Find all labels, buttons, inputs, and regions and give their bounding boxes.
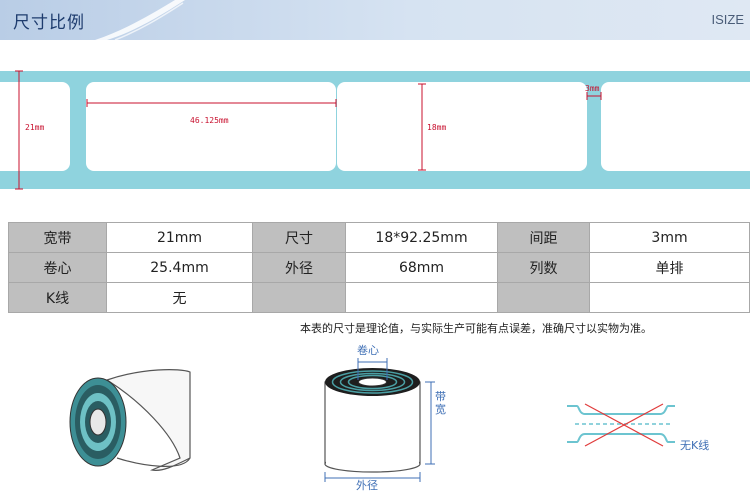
dimension-width-text: 21mm <box>25 123 45 132</box>
spec-table: 宽带 21mm 尺寸 18*92.25mm 间距 3mm 卷心 25.4mm 外… <box>8 222 750 313</box>
dimension-gap-text: 3mm <box>585 84 600 93</box>
spec-value-k-line: 无 <box>106 282 253 313</box>
band-width-label: 带宽 <box>435 390 446 416</box>
spec-value-core: 25.4mm <box>106 252 253 283</box>
table-row: K线 无 <box>8 282 750 313</box>
roll-dimension-icon <box>324 358 435 482</box>
brand-label: ISIZE <box>711 12 744 27</box>
spec-value-band-width: 21mm <box>106 222 253 253</box>
spec-value-size: 18*92.25mm <box>345 222 498 253</box>
label-strip-diagram: 21mm 46.125mm 18mm 3mm <box>0 68 750 192</box>
no-k-line-label: 无K线 <box>680 439 710 452</box>
label-4 <box>601 82 750 171</box>
table-row: 卷心 25.4mm 外径 68mm 列数 单排 <box>8 252 750 283</box>
spec-empty-key <box>252 282 346 313</box>
dimension-height-text: 18mm <box>427 123 447 132</box>
spec-key-size: 尺寸 <box>252 222 346 253</box>
spec-value-outer-diameter: 68mm <box>345 252 498 283</box>
spec-key-columns: 列数 <box>497 252 590 283</box>
no-k-line-icon <box>567 403 675 447</box>
spec-empty-key <box>497 282 590 313</box>
label-1 <box>0 82 70 171</box>
outer-diameter-label: 外径 <box>356 479 378 492</box>
disclaimer-note: 本表的尺寸是理论值，与实际生产可能有点误差，准确尺寸以实物为准。 <box>300 322 652 335</box>
spec-key-band-width: 宽带 <box>8 222 107 253</box>
dimension-length-text: 46.125mm <box>190 116 229 125</box>
label-3 <box>337 82 587 171</box>
spec-key-k-line: K线 <box>8 282 107 313</box>
section-header: 尺寸比例 ISIZE <box>0 0 750 40</box>
spec-key-outer-diameter: 外径 <box>252 252 346 283</box>
label-2 <box>86 82 336 171</box>
spec-key-gap: 间距 <box>497 222 590 253</box>
header-swoosh-decoration <box>95 0 185 40</box>
core-label: 卷心 <box>357 344 379 357</box>
label-roll-icon <box>69 369 191 471</box>
page-title: 尺寸比例 <box>13 13 85 33</box>
dimension-lines <box>15 70 602 190</box>
spec-key-core: 卷心 <box>8 252 107 283</box>
spec-empty-value <box>589 282 750 313</box>
spec-value-columns: 单排 <box>589 252 750 283</box>
spec-value-gap: 3mm <box>589 222 750 253</box>
spec-empty-value <box>345 282 498 313</box>
table-row: 宽带 21mm 尺寸 18*92.25mm 间距 3mm <box>8 222 750 253</box>
